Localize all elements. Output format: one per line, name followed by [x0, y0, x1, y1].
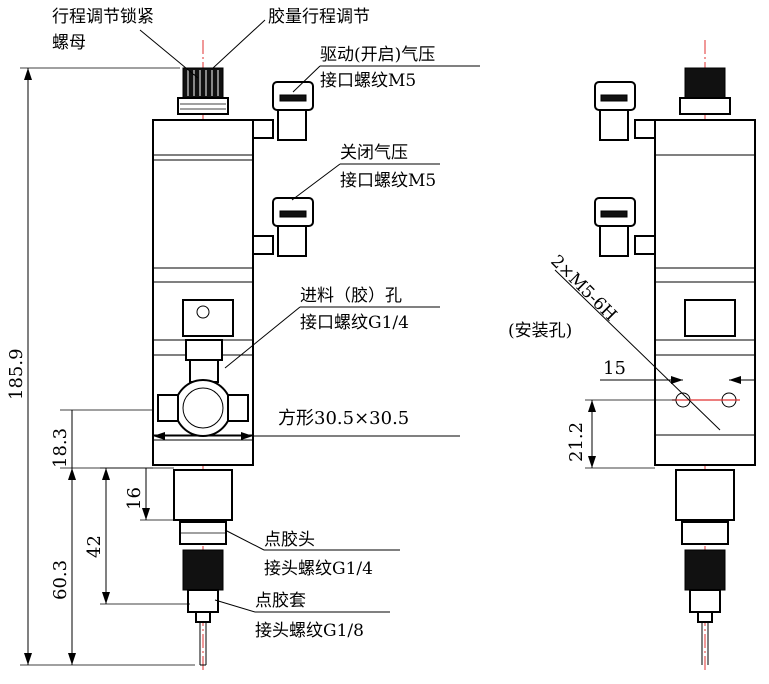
label-feed-1: 进料（胶）孔 — [300, 286, 402, 306]
front-view — [152, 40, 314, 672]
drive-air-fitting — [252, 81, 314, 141]
dim-lower-height: 60.3 — [50, 560, 71, 600]
feed-port — [157, 299, 249, 437]
dim-neck-length: 16 — [124, 487, 145, 510]
label-lock-nut-1: 行程调节锁紧 — [52, 7, 154, 27]
labels: 行程调节锁紧 螺母 胶量行程调节 驱动(开启)气压 接口螺纹M5 关闭气压 接口… — [6, 7, 626, 641]
label-drive-air-1: 驱动(开启)气压 — [320, 45, 435, 65]
label-sleeve-1: 点胶套 — [255, 591, 306, 611]
side-view — [594, 40, 756, 672]
label-square: 方形30.5×30.5 — [278, 408, 409, 429]
label-nozzle-1: 点胶头 — [264, 530, 315, 550]
label-close-air-1: 关闭气压 — [340, 143, 408, 163]
leader-lines — [139, 19, 721, 613]
label-lock-nut-2: 螺母 — [52, 33, 86, 53]
label-sleeve-2: 接头螺纹G1/8 — [255, 621, 364, 641]
label-drive-air-2: 接口螺纹M5 — [320, 71, 416, 91]
dim-hole-spacing: 15 — [603, 358, 626, 379]
stroke-knob-base — [177, 97, 229, 115]
nozzle-knurl — [182, 549, 224, 591]
close-air-fitting — [252, 197, 314, 257]
dim-base-height: 18.3 — [50, 428, 71, 468]
label-nozzle-2: 接头螺纹G1/4 — [264, 559, 373, 579]
dim-nozzle-length: 42 — [84, 535, 105, 558]
label-mount-holes-2: (安装孔) — [508, 321, 572, 341]
lock-nut — [182, 67, 224, 99]
side-cylinder-body — [654, 119, 756, 466]
dim-hole-height: 21.2 — [566, 422, 587, 462]
label-feed-2: 接口螺纹G1/4 — [300, 313, 409, 333]
dim-total-height: 185.9 — [6, 348, 27, 400]
label-close-air-2: 接口螺纹M5 — [340, 171, 436, 191]
label-mount-holes-1: 2×M5-6H — [546, 251, 620, 325]
dimension-lines — [20, 67, 755, 666]
label-glue-stroke: 胶量行程调节 — [268, 7, 370, 27]
neck — [173, 469, 233, 521]
